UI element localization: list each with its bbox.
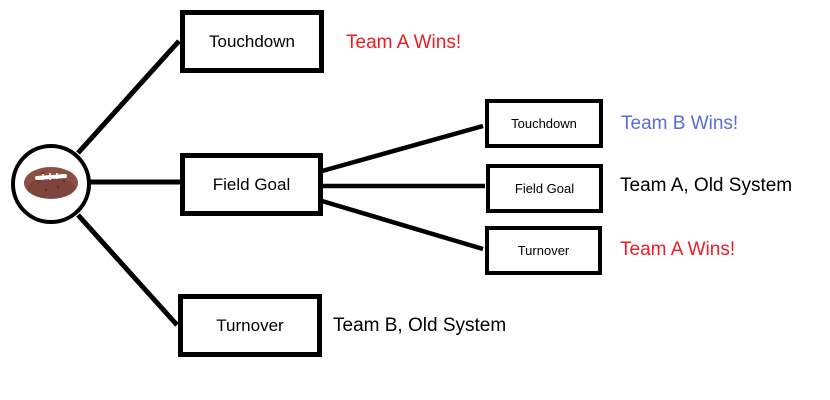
node-label: Touchdown (511, 116, 577, 131)
node-touchdown-l2: Touchdown (485, 99, 603, 148)
outcome-team-b-old-system: Team B, Old System (333, 315, 507, 336)
edge-root-turnover (76, 213, 179, 327)
outcome-team-a-wins-mid: Team A Wins! (620, 239, 736, 260)
node-turnover-l1: Turnover (178, 294, 322, 357)
node-label: Touchdown (208, 31, 295, 51)
node-label: Turnover (216, 315, 284, 335)
node-label: Turnover (517, 243, 570, 258)
outcome-team-a-wins-top: Team A Wins! (346, 32, 462, 53)
node-fieldgoal-l1: Field Goal (180, 153, 323, 216)
outcome-team-b-wins: Team B Wins! (621, 113, 739, 134)
node-label: Field Goal (514, 181, 575, 196)
edge-fieldgoal-touchdown (321, 123, 484, 174)
edge-root-touchdown (76, 39, 181, 155)
node-label: Field Goal (212, 174, 291, 194)
node-turnover-l2: Turnover (485, 226, 602, 275)
node-touchdown-l1: Touchdown (180, 10, 324, 73)
node-fieldgoal-l2: Field Goal (486, 164, 603, 213)
outcome-team-a-old-system: Team A, Old System (620, 175, 793, 196)
football-icon (24, 167, 78, 199)
edge-fieldgoal-turnover (321, 198, 484, 252)
